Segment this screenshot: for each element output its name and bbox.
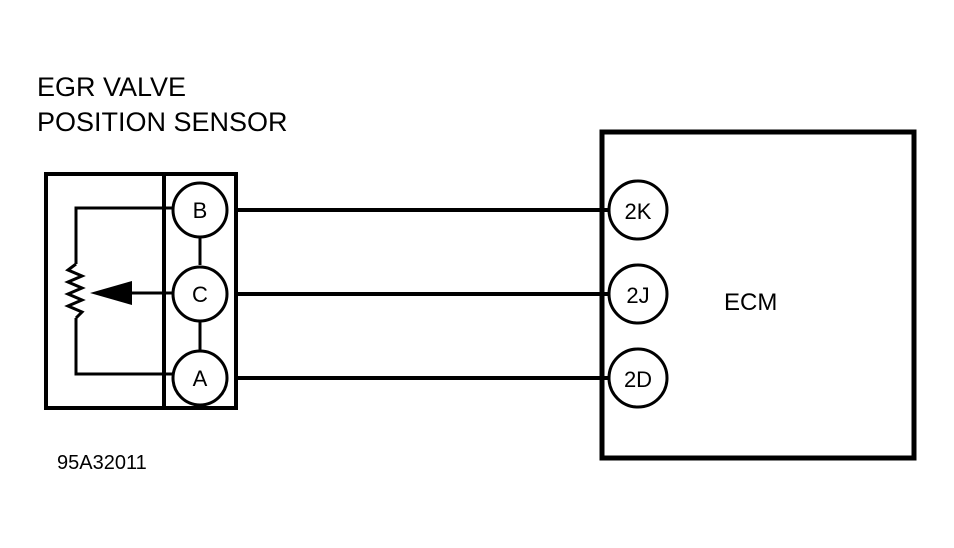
- sensor-title-line1: EGR VALVE: [37, 72, 186, 102]
- sensor-pin-b-label: B: [193, 198, 208, 223]
- resistor-zigzag: [64, 262, 86, 320]
- ecm-pin-2j: 2J: [607, 263, 669, 325]
- ecm-pin-2d-label: 2D: [624, 367, 652, 392]
- sensor-pin-a: A: [171, 349, 229, 407]
- sensor-pin-a-label: A: [193, 366, 208, 391]
- sensor-pin-c-label: C: [192, 282, 208, 307]
- sensor-title-line2: POSITION SENSOR: [37, 107, 288, 137]
- ecm-pin-2j-label: 2J: [626, 283, 649, 308]
- wiper-arrow-icon: [90, 281, 132, 305]
- sensor-pin-c: C: [171, 265, 229, 323]
- ecm-pin-2k-label: 2K: [625, 199, 652, 224]
- pot-lead-top: [74, 206, 173, 264]
- ecm-pin-2d: 2D: [607, 347, 669, 409]
- sensor-pin-b: B: [171, 181, 229, 239]
- sensor-connector: [162, 172, 238, 410]
- pot-lead-bottom: [74, 318, 173, 376]
- ecm-pin-2k: 2K: [607, 179, 669, 241]
- ecm-box: [599, 129, 917, 461]
- potentiometer-symbol: [64, 206, 173, 376]
- figure-code: 95A32011: [57, 452, 147, 474]
- ecm-label: ECM: [724, 289, 777, 316]
